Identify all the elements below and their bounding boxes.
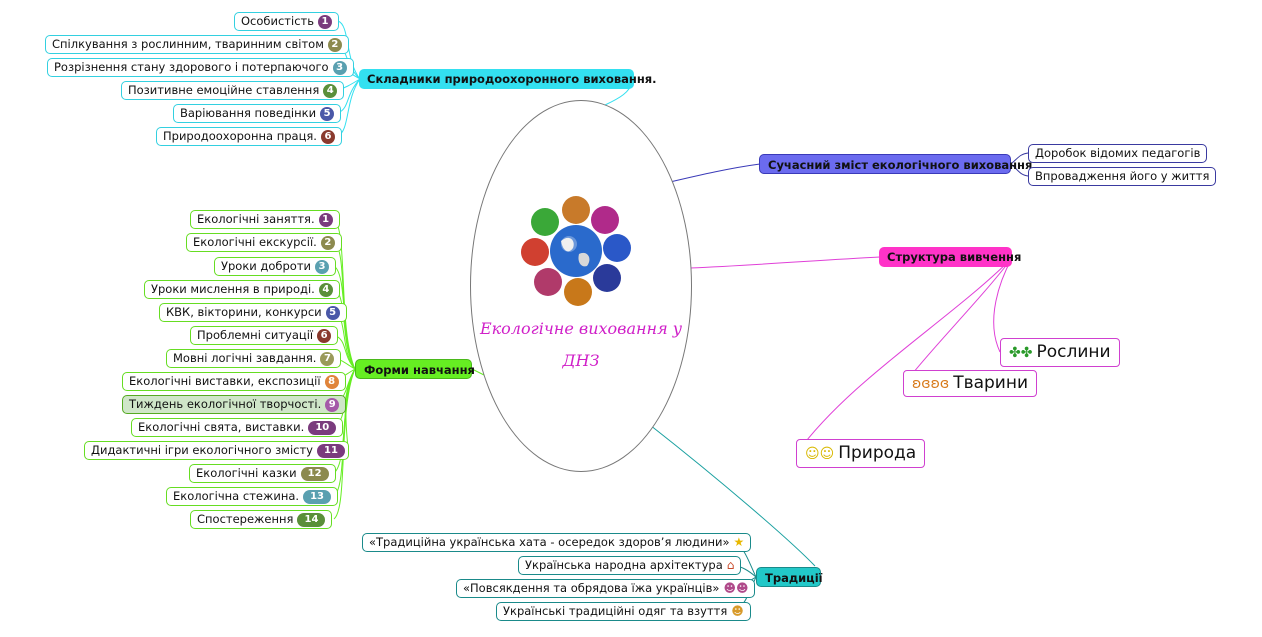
number-badge-icon: 8 — [324, 374, 339, 389]
components-item-1[interactable]: Особистість 1 — [234, 12, 339, 31]
number-badge-icon: 4 — [323, 83, 338, 98]
modern-subconnectors — [1010, 152, 1029, 177]
structure-item-plants[interactable]: ✤✤Рослини — [1000, 338, 1120, 367]
traditions-item-4[interactable]: Українські традиційні одяг та взуття☻ — [496, 602, 751, 621]
number-badge-icon: 10 — [308, 420, 337, 435]
forms-item-2[interactable]: Екологічні екскурсії.2 — [186, 233, 342, 252]
item-label: Дидактичні ігри екологічного змісту — [91, 443, 313, 457]
house-icon: ⌂ — [726, 558, 735, 572]
number-badge-icon: 2 — [320, 235, 335, 250]
item-label: Тиждень екологічної творчості. — [129, 397, 322, 411]
number-badge-icon: 9 — [325, 397, 340, 412]
item-label: Спілкування з рослинним, тваринним світо… — [52, 37, 324, 51]
item-label: Екологічні екскурсії. — [193, 235, 317, 249]
forms-item-13[interactable]: Екологічна стежина.13 — [166, 487, 339, 506]
forms-item-1[interactable]: Екологічні заняття.1 — [190, 210, 340, 229]
item-label: КВК, вікторини, конкурси — [166, 305, 322, 319]
item-label: «Традиційна українська хата - осередок з… — [369, 535, 730, 549]
item-label: Проблемні ситуації — [197, 328, 314, 342]
number-badge-icon: 2 — [327, 37, 342, 52]
item-label: Спостереження — [197, 512, 294, 526]
components-topic[interactable]: Складники природоохоронного виховання. — [359, 69, 657, 89]
people-icon: ☻☻ — [723, 581, 749, 595]
item-label: Природоохоронна праця. — [163, 129, 317, 143]
item-label: Уроки мислення в природі. — [151, 282, 315, 296]
item-label: Екологічні свята, виставки. — [138, 420, 305, 434]
forms-item-10[interactable]: Екологічні свята, виставки.10 — [131, 418, 344, 437]
item-label: Екологічна стежина. — [173, 489, 300, 503]
traditions-subconnectors — [733, 541, 757, 612]
traditions-item-3[interactable]: «Повсякдення та обрядова їжа українців»☻… — [456, 579, 756, 598]
item-label: Розрізнення стану здорового і потерпаючо… — [54, 60, 329, 74]
item-label: Українські традиційні одяг та взуття — [503, 604, 728, 618]
item-label: «Повсякдення та обрядова їжа українців» — [463, 581, 720, 595]
star-icon: ★ — [733, 535, 745, 549]
item-label: Українська народна архітектура — [525, 558, 723, 572]
item-label: Рослини — [1036, 342, 1111, 362]
forms-item-9-selected[interactable]: Тиждень екологічної творчості.9 — [122, 395, 347, 414]
traditions-item-1[interactable]: «Традиційна українська хата - осередок з… — [362, 533, 752, 552]
modern-topic[interactable]: Сучасний зміст екологічного виховання — [759, 154, 1032, 174]
butterfly-icon: ʚɞʚɞ — [912, 376, 950, 392]
item-label: Впровадження його у життя — [1035, 169, 1210, 183]
traditions-topic[interactable]: Традиції — [756, 567, 823, 587]
number-badge-icon: 3 — [332, 60, 347, 75]
item-label: Тварини — [953, 373, 1029, 393]
number-badge-icon: 5 — [320, 106, 335, 121]
modern-item-1[interactable]: Доробок відомих педагогів — [1028, 144, 1208, 163]
number-badge-icon: 12 — [300, 466, 329, 481]
structure-item-nature[interactable]: ☺☺Природа — [796, 439, 926, 468]
earth-tree-wreath-icon — [521, 196, 631, 306]
components-item-2[interactable]: Спілкування з рослинним, тваринним світо… — [45, 35, 349, 54]
item-label: Доробок відомих педагогів — [1035, 146, 1201, 160]
modern-item-2[interactable]: Впровадження його у життя — [1028, 167, 1217, 186]
central-title-line1: Екологічне виховання у — [479, 319, 683, 338]
structure-connectors — [689, 256, 1013, 454]
forms-item-7[interactable]: Мовні логічні завдання.7 — [166, 349, 342, 368]
item-label: Особистість — [241, 14, 314, 28]
number-badge-icon: 14 — [297, 512, 326, 527]
item-label: Екологічні виставки, експозиції — [129, 374, 321, 388]
item-label: Уроки доброти — [221, 259, 312, 273]
number-badge-icon: 6 — [320, 129, 335, 144]
number-badge-icon: 3 — [315, 259, 330, 274]
number-badge-icon: 1 — [318, 14, 332, 29]
number-badge-icon: 4 — [318, 282, 333, 297]
item-label: Мовні логічні завдання. — [173, 351, 317, 365]
number-badge-icon: 7 — [320, 351, 335, 366]
central-title-line2: ДНЗ — [562, 351, 600, 370]
structure-topic[interactable]: Структура вивчення — [879, 247, 1021, 267]
item-label: Варіювання поведінки — [180, 106, 317, 120]
traditions-item-2[interactable]: Українська народна архітектура⌂ — [518, 556, 742, 575]
number-badge-icon: 6 — [317, 328, 332, 343]
number-badge-icon: 5 — [325, 305, 340, 320]
number-badge-icon: 1 — [318, 212, 333, 227]
components-item-6[interactable]: Природоохоронна праця.6 — [156, 127, 342, 146]
traditions-connectors — [649, 424, 816, 567]
number-badge-icon: 11 — [316, 443, 345, 458]
modern-connectors — [669, 163, 761, 183]
central-topic[interactable]: Екологічне виховання у ДНЗ — [470, 100, 692, 472]
forms-topic[interactable]: Форми навчання — [355, 359, 475, 379]
clover-icon: ✤✤ — [1009, 345, 1033, 361]
smiley-icon: ☺☺ — [805, 446, 835, 462]
forms-item-4[interactable]: Уроки мислення в природі.4 — [144, 280, 340, 299]
item-label: Позитивне емоційне ставлення — [128, 83, 320, 97]
components-item-3[interactable]: Розрізнення стану здорового і потерпаючо… — [47, 58, 354, 77]
item-label: Природа — [838, 443, 917, 463]
person-icon: ☻ — [731, 604, 744, 618]
item-label: Екологічні казки — [196, 466, 297, 480]
number-badge-icon: 13 — [303, 489, 332, 504]
item-label: Екологічні заняття. — [197, 212, 315, 226]
